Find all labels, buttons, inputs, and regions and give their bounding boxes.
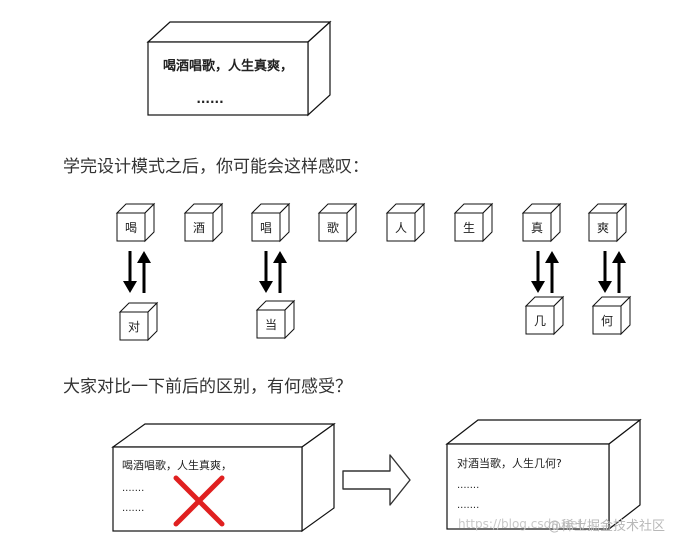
swap-arrow-icon [259, 251, 287, 293]
right-arrow-icon [342, 454, 411, 506]
watermark-brand: @稀土掘金技术社区 [548, 519, 666, 534]
replace-cube-3: 几 [524, 295, 565, 336]
swap-arrow-icon [598, 251, 626, 293]
char-cube-6: 生 [453, 202, 494, 243]
before-box-line1: 喝酒唱歌，人生真爽， [122, 458, 232, 472]
char-cube-8-label: 爽 [597, 221, 609, 235]
char-cube-4-label: 歌 [327, 220, 339, 235]
before-box-line3: ....... [122, 503, 144, 514]
char-cube-1-label: 喝 [125, 221, 137, 235]
replace-cube-2-label: 当 [265, 318, 277, 332]
char-cube-2-label: 酒 [193, 221, 205, 235]
swap-arrow-icon [123, 251, 151, 293]
top-box-text: 喝酒唱歌，人生真爽， [163, 58, 293, 74]
char-cube-2: 酒 [183, 202, 224, 243]
char-cube-5-label: 人 [395, 221, 407, 235]
caption-compare: 大家对比一下前后的区别，有何感受？ [63, 377, 352, 397]
after-box-line3: ....... [457, 500, 479, 511]
replace-cube-2: 当 [255, 299, 296, 340]
swap-arrow-icon [531, 251, 559, 293]
before-box: 喝酒唱歌，人生真爽， ....... ....... [111, 422, 336, 533]
char-cube-6-label: 生 [463, 221, 475, 235]
replace-cube-3-label: 几 [534, 314, 546, 328]
after-box-line2: ....... [457, 480, 479, 491]
top-box: 喝酒唱歌，人生真爽， ...... [146, 20, 332, 117]
bottom-row-cubes: 对当几何 [118, 295, 632, 342]
caption-after-learning: 学完设计模式之后，你可能会这样感叹： [63, 157, 369, 177]
top-row-cubes: 喝酒唱歌人生真爽 [115, 202, 628, 243]
char-cube-1: 喝 [115, 202, 156, 243]
char-cube-3-label: 唱 [260, 221, 272, 235]
char-cube-7-label: 真 [531, 221, 543, 235]
red-cross-icon [173, 475, 225, 527]
replace-cube-4-label: 何 [601, 314, 613, 328]
char-cube-7: 真 [521, 202, 562, 243]
char-cube-4: 歌 [317, 202, 358, 243]
watermark-url: https://blog.csdn.net/ [458, 517, 587, 531]
after-box: 对酒当歌，人生几何? ....... ....... [445, 418, 642, 531]
replace-cube-1: 对 [118, 301, 159, 342]
before-box-line2: ....... [122, 483, 144, 494]
top-box-ellipsis: ...... [196, 92, 223, 106]
after-box-line1: 对酒当歌，人生几何? [457, 456, 562, 470]
char-cube-5: 人 [385, 202, 426, 243]
swap-arrows [123, 251, 626, 293]
char-cube-3: 唱 [250, 202, 291, 243]
char-cube-8: 爽 [587, 202, 628, 243]
replace-cube-4: 何 [591, 295, 632, 336]
replace-cube-1-label: 对 [128, 320, 140, 334]
